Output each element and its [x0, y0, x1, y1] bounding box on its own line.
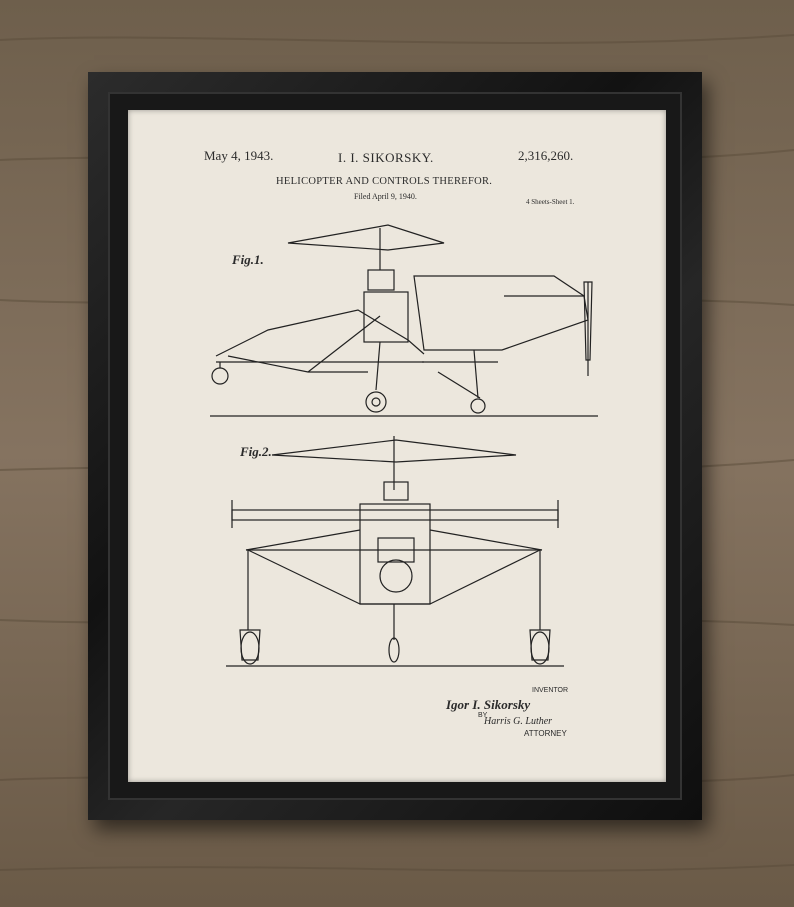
- inventor-signature: Igor I. Sikorsky: [446, 697, 531, 712]
- fig2-label: Fig.2.: [240, 444, 272, 459]
- patent-title: HELICOPTER AND CONTROLS THEREFOR.: [276, 176, 493, 187]
- by-label: BY: [478, 712, 488, 719]
- patent-number: 2,316,260.: [518, 148, 574, 163]
- sheet-count: 4 Sheets-Sheet 1.: [526, 198, 575, 206]
- helicopter-drawings: [210, 224, 598, 667]
- patent-date: May 4, 1943.: [204, 148, 274, 163]
- attorney-label: ATTORNEY: [524, 729, 567, 738]
- patent-print: May 4, 1943. I. I. SIKORSKY. 2,316,260. …: [128, 110, 666, 782]
- filed-date: Filed April 9, 1940.: [354, 192, 417, 201]
- fig1-label: Fig.1.: [232, 252, 264, 267]
- fig1-side-view: [210, 224, 598, 417]
- fig2-front-view: [226, 436, 564, 667]
- attorney-signature: Harris G. Luther: [484, 716, 553, 727]
- inventor-name-heading: I. I. SIKORSKY.: [338, 150, 434, 165]
- inventor-label: INVENTOR: [532, 687, 569, 694]
